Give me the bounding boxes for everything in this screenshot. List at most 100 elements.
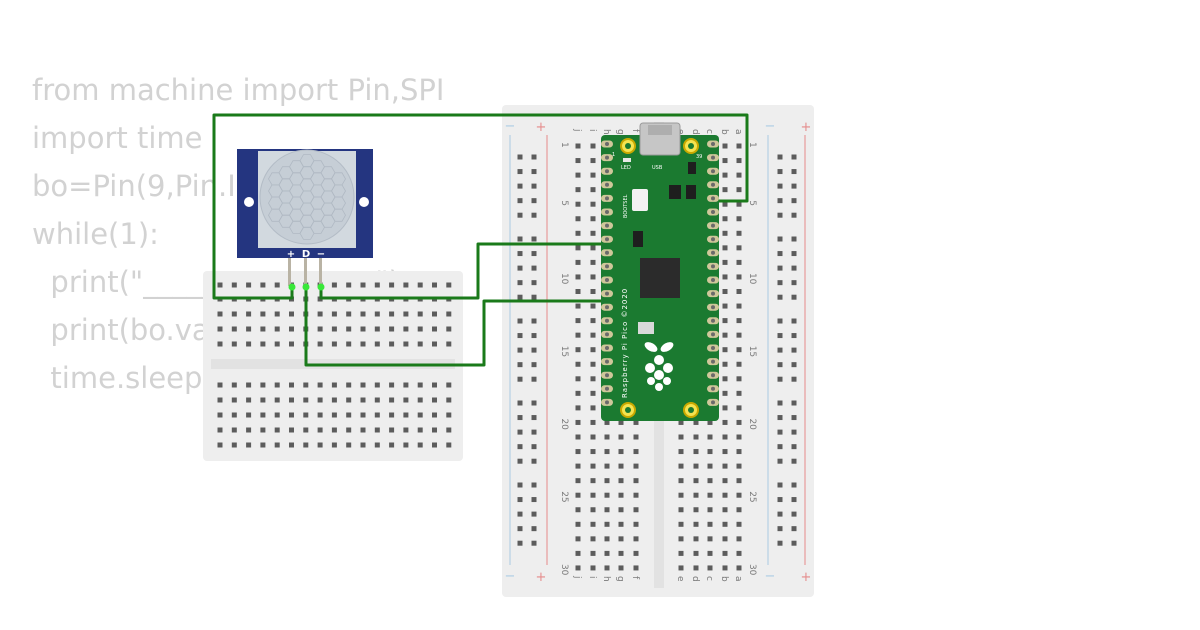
breadboard-hole[interactable] bbox=[590, 449, 596, 455]
rail-hole[interactable] bbox=[777, 415, 783, 421]
breadboard-hole[interactable] bbox=[575, 216, 581, 222]
breadboard-hole[interactable] bbox=[693, 478, 699, 484]
breadboard-hole[interactable] bbox=[331, 282, 337, 288]
breadboard-hole[interactable] bbox=[722, 419, 728, 425]
rail-hole[interactable] bbox=[531, 333, 537, 339]
breadboard-hole[interactable] bbox=[590, 318, 596, 324]
rail-hole[interactable] bbox=[531, 154, 537, 160]
breadboard-hole[interactable] bbox=[274, 341, 280, 347]
breadboard-hole[interactable] bbox=[446, 442, 452, 448]
breadboard-hole[interactable] bbox=[604, 463, 610, 469]
rail-hole[interactable] bbox=[517, 444, 523, 450]
breadboard-hole[interactable] bbox=[260, 427, 266, 433]
breadboard-hole[interactable] bbox=[604, 478, 610, 484]
breadboard-hole[interactable] bbox=[346, 326, 352, 332]
breadboard-hole[interactable] bbox=[417, 326, 423, 332]
rail-hole[interactable] bbox=[517, 400, 523, 406]
breadboard-hole[interactable] bbox=[633, 492, 639, 498]
breadboard-hole[interactable] bbox=[722, 492, 728, 498]
breadboard-hole[interactable] bbox=[331, 382, 337, 388]
breadboard-hole[interactable] bbox=[736, 449, 742, 455]
rail-hole[interactable] bbox=[791, 458, 797, 464]
breadboard-hole[interactable] bbox=[417, 282, 423, 288]
breadboard-hole[interactable] bbox=[217, 326, 223, 332]
breadboard-hole[interactable] bbox=[590, 172, 596, 178]
breadboard-hole[interactable] bbox=[317, 442, 323, 448]
breadboard-hole[interactable] bbox=[678, 565, 684, 571]
breadboard-hole[interactable] bbox=[722, 361, 728, 367]
breadboard-hole[interactable] bbox=[722, 434, 728, 440]
breadboard-hole[interactable] bbox=[303, 427, 309, 433]
breadboard-hole[interactable] bbox=[722, 158, 728, 164]
rail-hole[interactable] bbox=[517, 376, 523, 382]
breadboard-hole[interactable] bbox=[260, 412, 266, 418]
breadboard-hole[interactable] bbox=[722, 565, 728, 571]
breadboard-hole[interactable] bbox=[693, 419, 699, 425]
rail-hole[interactable] bbox=[531, 444, 537, 450]
rail-hole[interactable] bbox=[517, 236, 523, 242]
breadboard-hole[interactable] bbox=[360, 282, 366, 288]
breadboard-hole[interactable] bbox=[722, 318, 728, 324]
breadboard-hole[interactable] bbox=[360, 442, 366, 448]
breadboard-hole[interactable] bbox=[590, 550, 596, 556]
breadboard-hole[interactable] bbox=[575, 332, 581, 338]
breadboard-hole[interactable] bbox=[346, 382, 352, 388]
breadboard-hole[interactable] bbox=[707, 550, 713, 556]
breadboard-hole[interactable] bbox=[618, 478, 624, 484]
breadboard-hole[interactable] bbox=[389, 326, 395, 332]
breadboard-hole[interactable] bbox=[374, 326, 380, 332]
breadboard-hole[interactable] bbox=[693, 449, 699, 455]
breadboard-hole[interactable] bbox=[374, 341, 380, 347]
breadboard-hole[interactable] bbox=[633, 478, 639, 484]
breadboard-hole[interactable] bbox=[446, 341, 452, 347]
rail-hole[interactable] bbox=[777, 347, 783, 353]
breadboard-hole[interactable] bbox=[590, 259, 596, 265]
breadboard-hole[interactable] bbox=[217, 311, 223, 317]
rail-hole[interactable] bbox=[791, 251, 797, 257]
breadboard-hole[interactable] bbox=[331, 341, 337, 347]
breadboard-hole[interactable] bbox=[736, 245, 742, 251]
rail-hole[interactable] bbox=[517, 251, 523, 257]
breadboard-hole[interactable] bbox=[389, 382, 395, 388]
rail-hole[interactable] bbox=[531, 198, 537, 204]
breadboard-hole[interactable] bbox=[722, 172, 728, 178]
breadboard-hole[interactable] bbox=[604, 536, 610, 542]
rail-hole[interactable] bbox=[791, 265, 797, 271]
breadboard-hole[interactable] bbox=[374, 282, 380, 288]
rail-hole[interactable] bbox=[531, 511, 537, 517]
rail-hole[interactable] bbox=[517, 362, 523, 368]
breadboard-hole[interactable] bbox=[618, 536, 624, 542]
breadboard-hole[interactable] bbox=[432, 427, 437, 433]
wire-vcc[interactable] bbox=[212, 113, 749, 300]
rail-hole[interactable] bbox=[777, 169, 783, 175]
breadboard-hole[interactable] bbox=[633, 550, 639, 556]
rail-hole[interactable] bbox=[777, 540, 783, 546]
breadboard-hole[interactable] bbox=[736, 158, 742, 164]
breadboard-hole[interactable] bbox=[246, 442, 252, 448]
breadboard-hole[interactable] bbox=[289, 341, 294, 347]
breadboard-hole[interactable] bbox=[389, 341, 395, 347]
breadboard-hole[interactable] bbox=[590, 405, 596, 411]
breadboard-hole[interactable] bbox=[736, 143, 742, 149]
breadboard-hole[interactable] bbox=[231, 412, 237, 418]
rail-hole[interactable] bbox=[531, 540, 537, 546]
breadboard-hole[interactable] bbox=[360, 382, 366, 388]
breadboard-hole[interactable] bbox=[736, 492, 742, 498]
breadboard-hole[interactable] bbox=[231, 427, 237, 433]
rail-hole[interactable] bbox=[791, 154, 797, 160]
breadboard-hole[interactable] bbox=[274, 282, 280, 288]
breadboard-hole[interactable] bbox=[633, 449, 639, 455]
breadboard-hole[interactable] bbox=[575, 143, 581, 149]
breadboard-hole[interactable] bbox=[346, 341, 352, 347]
rail-hole[interactable] bbox=[777, 265, 783, 271]
breadboard-hole[interactable] bbox=[590, 289, 596, 294]
breadboard-hole[interactable] bbox=[575, 449, 581, 455]
breadboard-hole[interactable] bbox=[693, 521, 699, 527]
breadboard-hole[interactable] bbox=[246, 341, 252, 347]
rail-hole[interactable] bbox=[777, 429, 783, 435]
breadboard-hole[interactable] bbox=[217, 442, 223, 448]
breadboard-hole[interactable] bbox=[722, 376, 728, 382]
breadboard-hole[interactable] bbox=[707, 521, 713, 527]
breadboard-hole[interactable] bbox=[246, 382, 252, 388]
breadboard-hole[interactable] bbox=[246, 282, 252, 288]
